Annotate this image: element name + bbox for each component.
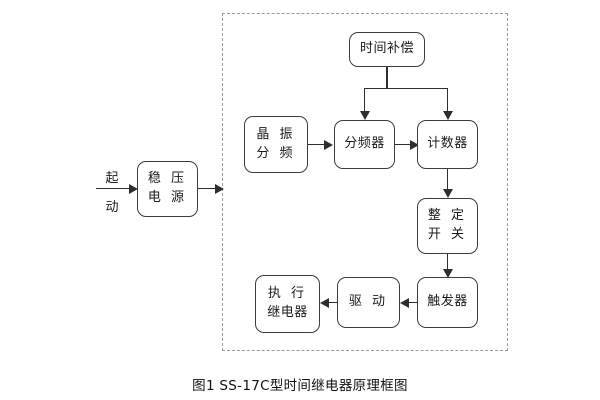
block-time-compensation-line1: 时间补偿	[359, 41, 414, 57]
block-trigger-line1: 触发器	[427, 294, 468, 310]
drive-to-relay-arrow-head	[320, 297, 329, 308]
trigger-to-drive-arrow-head	[400, 297, 409, 308]
crystal-to-divider-arrow-head	[324, 139, 333, 150]
counter-to-switch-line	[446, 169, 449, 190]
start-arrow-line	[96, 188, 133, 190]
block-crystal-oscillator-line1: 晶 振	[256, 126, 296, 142]
block-drive-line1: 驱 动	[348, 294, 389, 310]
block-setting-switch-line2: 开 关	[427, 227, 468, 242]
figure-caption: 图1 SS-17C型时间继电器原理框图	[192, 378, 408, 394]
dashed-enclosure-region	[222, 13, 508, 351]
block-execution-relay-line1: 执 行	[267, 286, 308, 302]
block-counter[interactable]: 计数器	[417, 120, 478, 169]
compensation-right-branch-line	[446, 87, 449, 113]
block-power-supply[interactable]: 稳 压 电 源	[137, 161, 198, 217]
drive-to-relay-line	[324, 302, 338, 304]
block-execution-relay-line2: 继电器	[267, 305, 308, 320]
compensation-split-bar	[364, 87, 448, 89]
trigger-to-drive-line	[404, 302, 418, 304]
compensation-stem-line	[386, 67, 388, 88]
block-crystal-oscillator-line2: 分 频	[256, 145, 296, 161]
switch-to-trigger-arrow-head	[442, 269, 453, 278]
counter-to-switch-arrow-head	[442, 189, 453, 198]
block-counter-line1: 计数器	[427, 136, 468, 152]
block-execution-relay[interactable]: 执 行 继电器	[255, 275, 320, 333]
power-to-region-arrow-head	[215, 183, 224, 194]
block-trigger[interactable]: 触发器	[417, 277, 478, 328]
block-frequency-divider[interactable]: 分频器	[334, 120, 395, 169]
block-crystal-oscillator[interactable]: 晶 振 分 频	[244, 116, 308, 173]
compensation-left-arrow-head	[359, 111, 370, 120]
block-time-compensation[interactable]: 时间补偿	[349, 32, 425, 67]
block-power-supply-line2: 电 源	[147, 190, 188, 205]
divider-to-counter-line	[395, 144, 414, 146]
switch-to-trigger-line	[446, 254, 449, 272]
compensation-left-branch-line	[364, 87, 366, 113]
divider-to-counter-arrow-head	[410, 139, 419, 150]
compensation-right-arrow-head	[442, 111, 453, 120]
start-arrow-head	[129, 183, 138, 194]
start-signal-label-top: 起	[105, 171, 119, 186]
block-power-supply-line1: 稳 压	[147, 171, 188, 187]
block-frequency-divider-line1: 分频器	[344, 136, 385, 152]
block-setting-switch-line1: 整 定	[427, 208, 468, 224]
block-drive[interactable]: 驱 动	[337, 277, 400, 328]
crystal-to-divider-line	[308, 144, 328, 146]
block-setting-switch[interactable]: 整 定 开 关	[417, 198, 478, 254]
power-to-region-line	[198, 188, 219, 190]
start-signal-label-bottom: 动	[105, 200, 119, 215]
